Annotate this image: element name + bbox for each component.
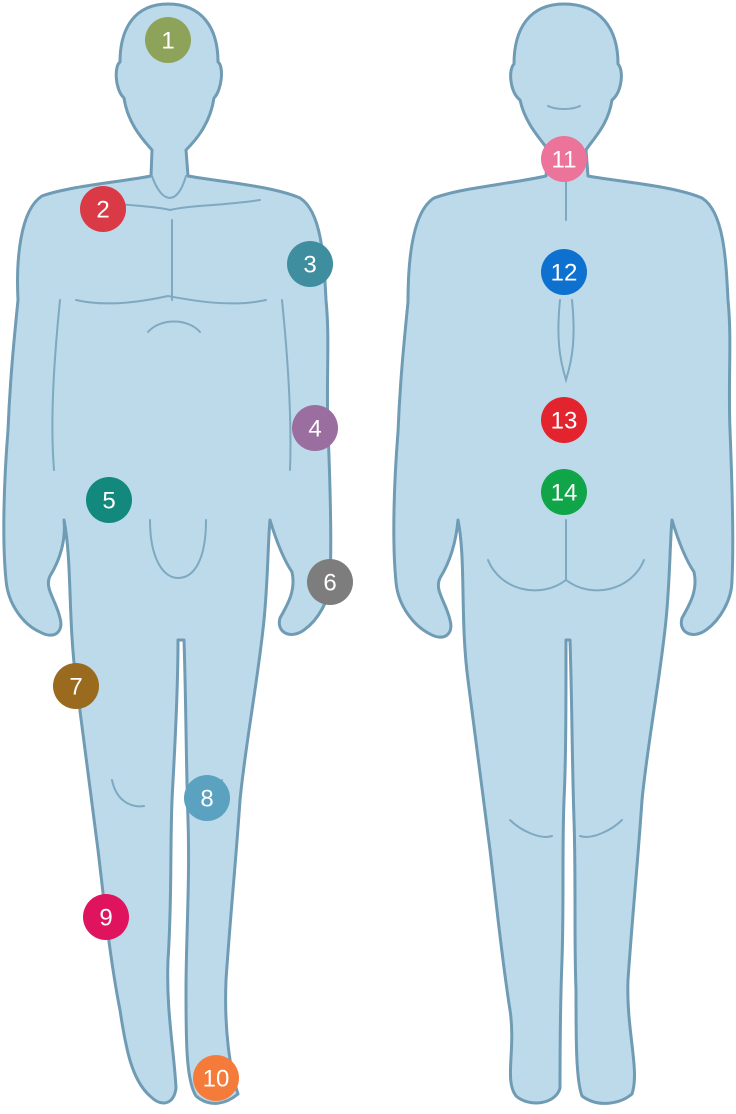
marker-10[interactable]: 10 (193, 1055, 239, 1101)
marker-2[interactable]: 2 (80, 186, 126, 232)
marker-7-label: 7 (69, 674, 82, 701)
marker-6-label: 6 (323, 570, 336, 597)
marker-5[interactable]: 5 (86, 477, 132, 523)
front-body-silhouette (2, 2, 333, 1105)
marker-12-circle[interactable] (541, 249, 587, 295)
marker-2-circle[interactable] (80, 186, 126, 232)
marker-3-circle[interactable] (287, 241, 333, 287)
marker-13[interactable]: 13 (541, 397, 587, 443)
marker-4-circle[interactable] (292, 405, 338, 451)
marker-7[interactable]: 7 (53, 663, 99, 709)
marker-1-circle[interactable] (145, 17, 191, 63)
marker-8-circle[interactable] (184, 775, 230, 821)
marker-10-label: 10 (203, 1066, 230, 1093)
marker-13-circle[interactable] (541, 397, 587, 443)
marker-8[interactable]: 8 (184, 775, 230, 821)
marker-11-label: 11 (552, 147, 577, 174)
marker-7-circle[interactable] (53, 663, 99, 709)
marker-8-label: 8 (200, 786, 213, 813)
marker-4[interactable]: 4 (292, 405, 338, 451)
marker-1-label: 1 (161, 28, 174, 55)
marker-12[interactable]: 12 (541, 249, 587, 295)
marker-11[interactable]: 11 (541, 136, 587, 182)
marker-14-label: 14 (551, 480, 578, 507)
marker-5-circle[interactable] (86, 477, 132, 523)
marker-9[interactable]: 9 (83, 894, 129, 940)
marker-11-circle[interactable] (541, 136, 587, 182)
marker-12-label: 12 (551, 260, 578, 287)
marker-14-circle[interactable] (541, 469, 587, 515)
marker-5-label: 5 (102, 488, 115, 515)
marker-6[interactable]: 6 (307, 559, 353, 605)
back-body-silhouette (392, 2, 735, 1105)
marker-2-label: 2 (96, 197, 109, 224)
marker-9-circle[interactable] (83, 894, 129, 940)
marker-3-label: 3 (303, 252, 316, 279)
marker-4-label: 4 (308, 416, 321, 443)
marker-1[interactable]: 1 (145, 17, 191, 63)
marker-3[interactable]: 3 (287, 241, 333, 287)
marker-13-label: 13 (551, 408, 578, 435)
marker-10-circle[interactable] (193, 1055, 239, 1101)
marker-9-label: 9 (99, 905, 112, 932)
marker-14[interactable]: 14 (541, 469, 587, 515)
marker-6-circle[interactable] (307, 559, 353, 605)
